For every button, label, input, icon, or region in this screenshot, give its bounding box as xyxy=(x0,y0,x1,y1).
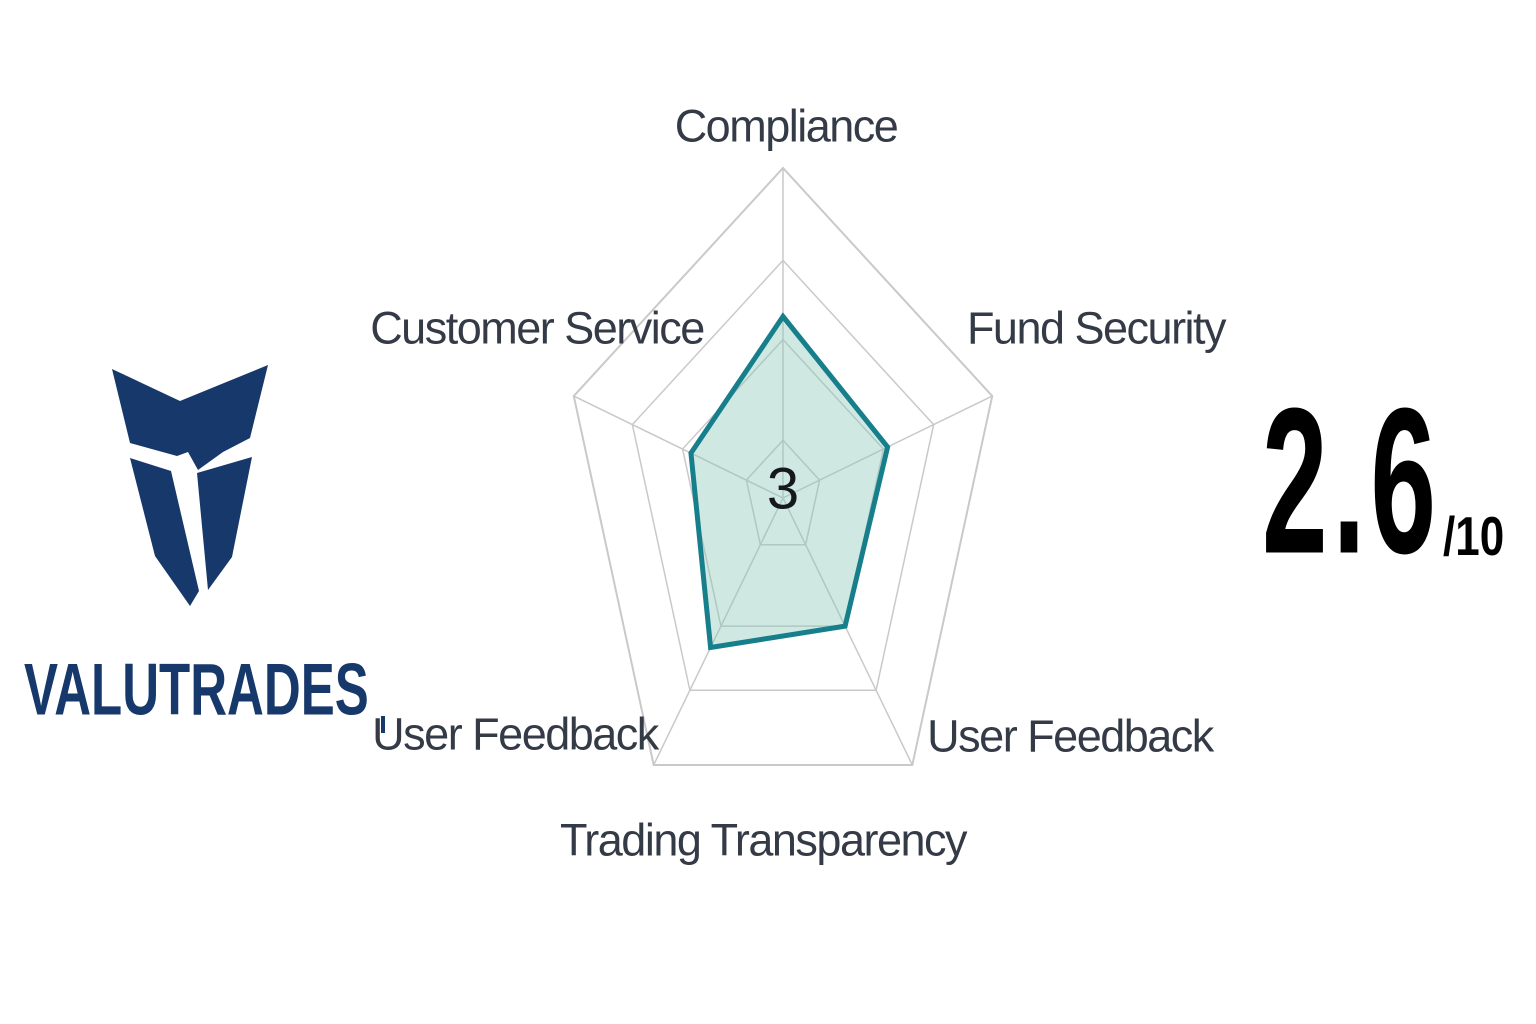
valutrades-logo-icon xyxy=(112,365,268,606)
radar-axis-label: Fund Security xyxy=(967,303,1227,354)
brand-wordmark: VALUTRADES xyxy=(24,648,369,731)
logo-shield-right xyxy=(197,457,252,590)
radar-center-value: 3 xyxy=(767,457,799,522)
radar-axis-spoke xyxy=(573,395,784,499)
radar-axis-label: Customer Service xyxy=(370,303,704,354)
radar-grid-ring xyxy=(631,259,935,691)
score-value: 2.6 xyxy=(1262,365,1442,599)
logo-shield-left xyxy=(130,458,199,606)
stray-tick-mark xyxy=(381,716,385,733)
radar-axis-spoke xyxy=(782,497,913,766)
radar-grid-ring xyxy=(681,338,885,627)
radar-grid-ring xyxy=(572,166,994,766)
score-denominator: /10 xyxy=(1443,506,1505,568)
radar-axis-label: Trading Transparency xyxy=(560,815,968,866)
overall-score: 2.6 /10 xyxy=(1262,365,1505,599)
radar-axis-label: User Feedback xyxy=(927,711,1215,762)
radar-axis-label: User Feedback xyxy=(372,709,660,760)
radar-axis-label: Compliance xyxy=(675,101,898,152)
radar-data-polygon xyxy=(688,312,891,651)
radar-grid-ring xyxy=(745,439,821,546)
radar-axis-spoke xyxy=(653,497,784,766)
logo-wing-band xyxy=(112,365,268,470)
